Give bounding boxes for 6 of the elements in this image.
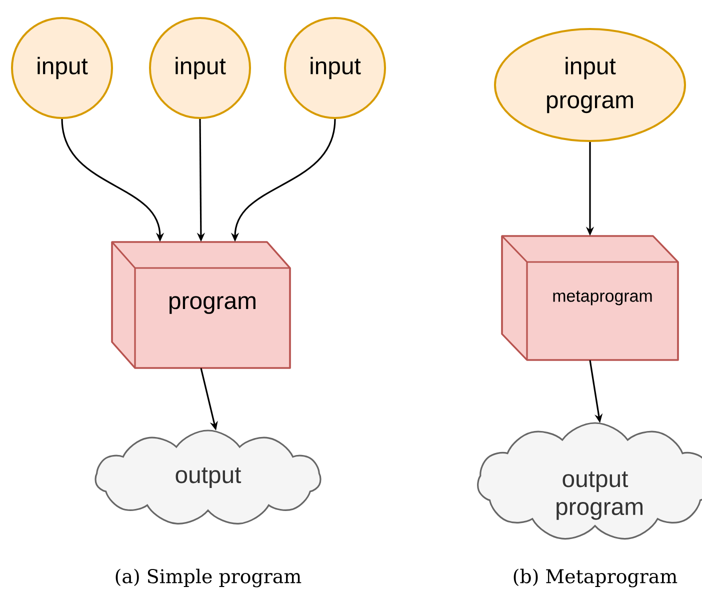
program-cube: program <box>111 241 291 369</box>
caption: (b) Metaprogram <box>514 568 678 588</box>
output-cloud: output program <box>477 422 702 540</box>
output-cloud: output <box>94 430 322 524</box>
program-cube: metaprogram <box>501 235 679 361</box>
caption: (a) Simple program <box>116 568 302 588</box>
